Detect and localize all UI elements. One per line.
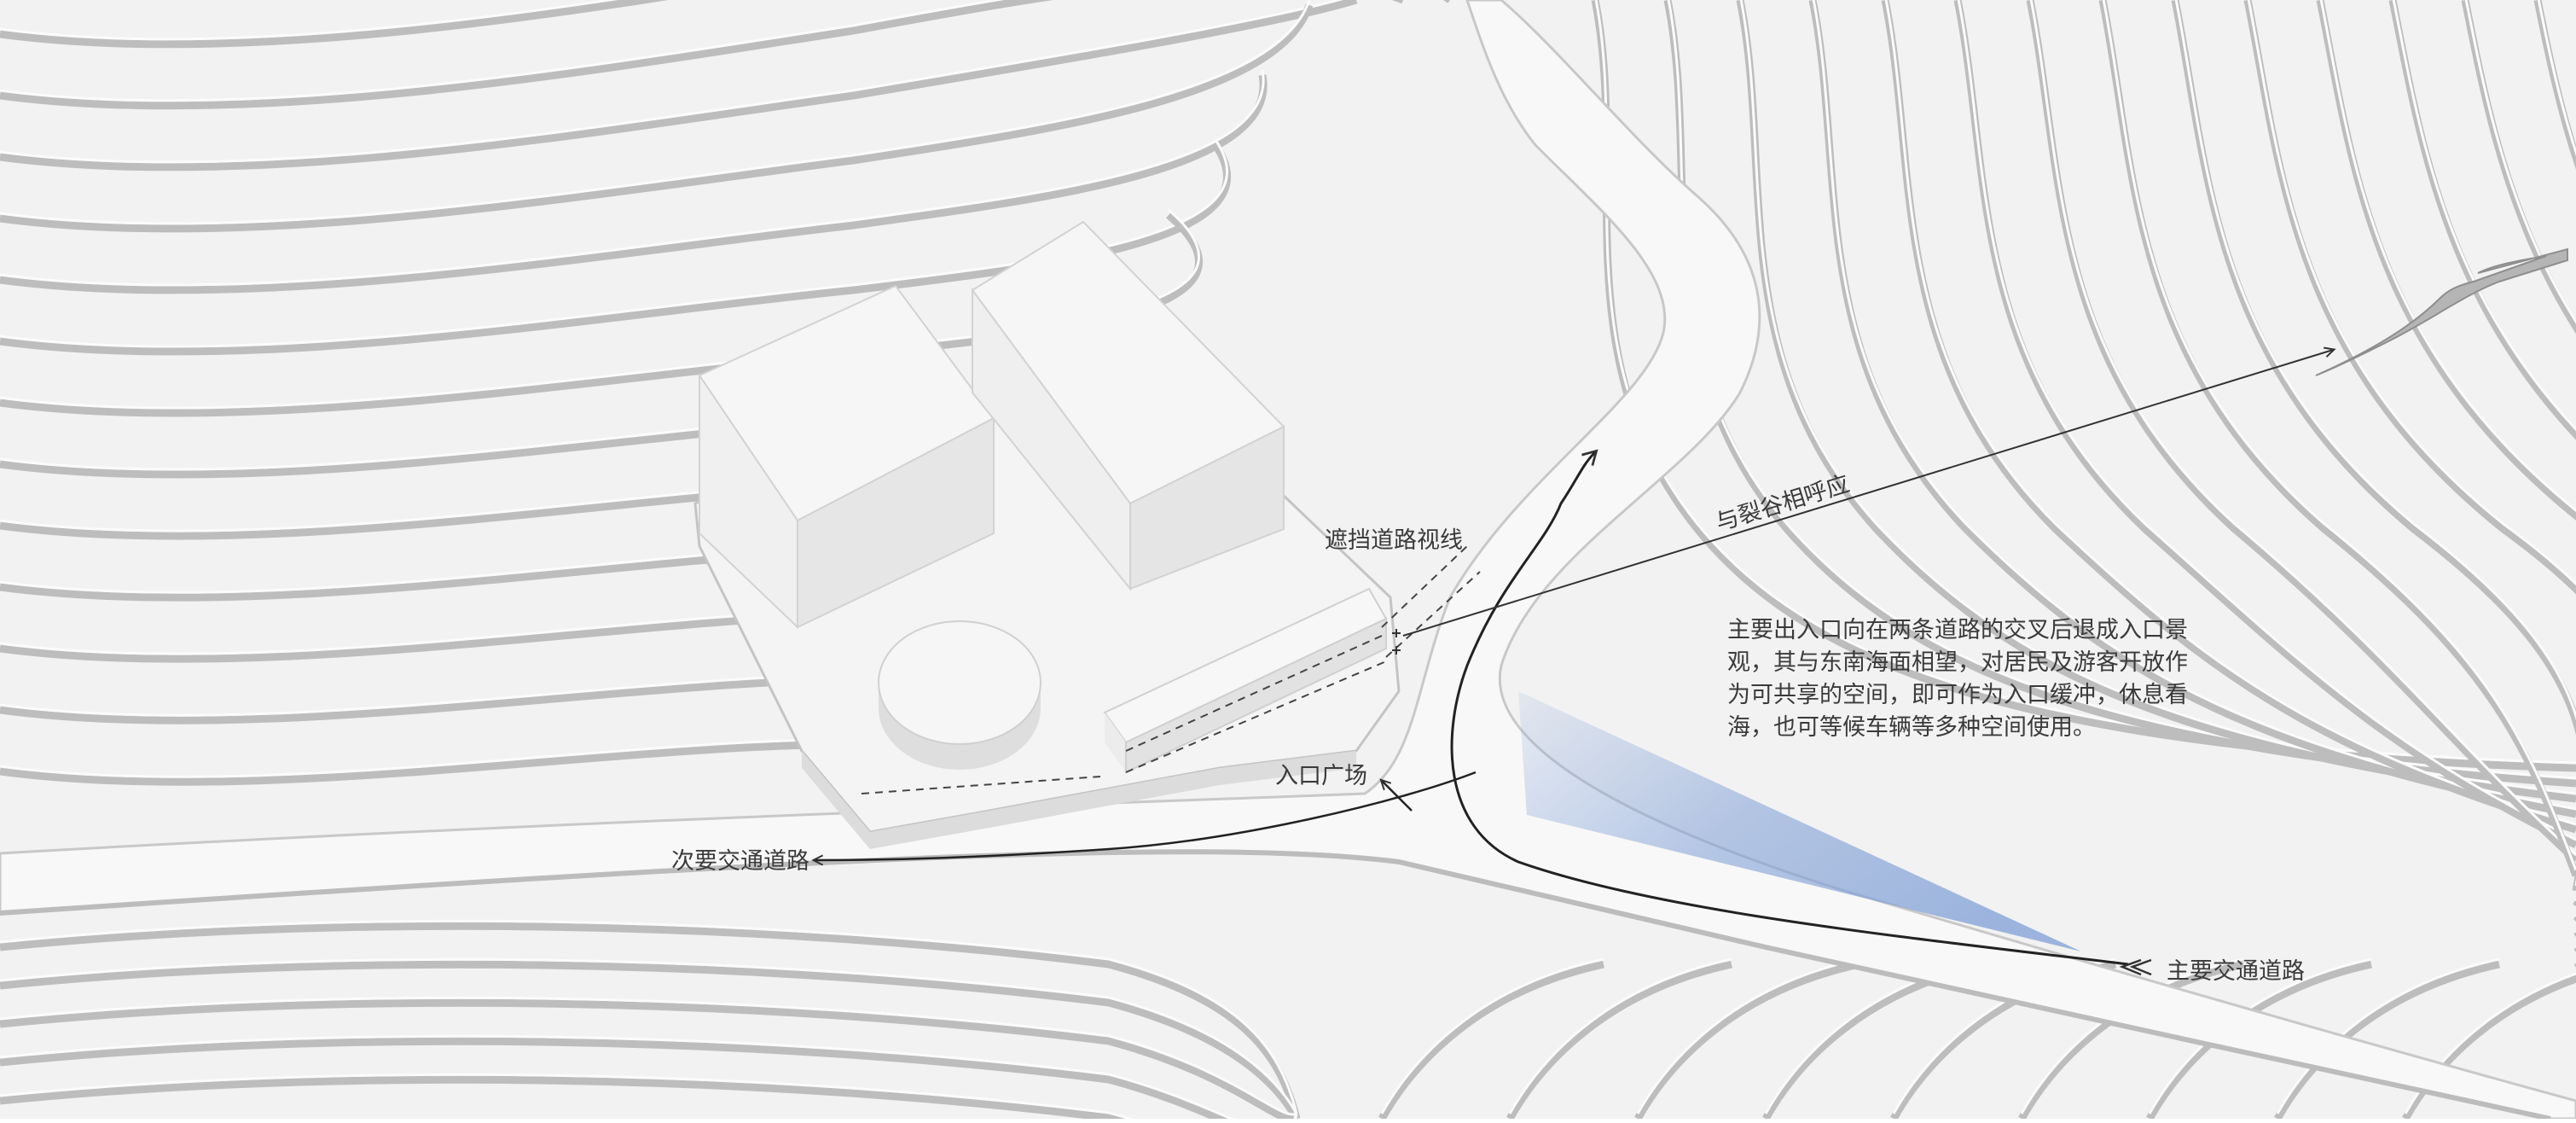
terrace-right-9-highlight <box>2247 0 2576 901</box>
terrace-bottom-right-2-highlight <box>1636 957 1860 1114</box>
terrace-bottom-4-shadow <box>0 1075 1301 1123</box>
terrace-bottom-3-highlight <box>0 1034 1298 1123</box>
terrace-left-1-highlight <box>0 0 1005 102</box>
secondary-road-path <box>811 771 1477 866</box>
terrace-left-1-shadow <box>0 0 1403 110</box>
terrace-left-0-highlight <box>0 0 618 41</box>
note-line-1: 主要出入口向在两条道路的交叉后退成入口景 <box>1727 617 2188 643</box>
terrace-right-4-highlight <box>1884 0 2576 826</box>
terrace-bottom-1-shadow <box>0 960 1300 1121</box>
rift-echo-line <box>1402 346 2336 637</box>
terrace-bottom-right-1-highlight <box>1508 957 1732 1114</box>
terrace-bottom-2-shadow <box>0 998 1298 1123</box>
terrace-bottom-right-0-highlight <box>1380 957 1604 1114</box>
terrace-bottom-right-0-shadow <box>1378 960 1604 1121</box>
terrace-bottom-right-7-highlight <box>2276 957 2500 1114</box>
terrace-bottom-2-highlight <box>0 996 1297 1116</box>
terrace-left-2-highlight <box>0 0 1343 164</box>
terrace-left-3-highlight <box>0 0 1311 225</box>
label-block-road-view: 遮挡道路视线 <box>1325 527 1463 554</box>
terrace-right-12-shadow <box>2461 0 2576 952</box>
terrace-left-2-shadow <box>0 0 1358 172</box>
rift-sculpture <box>2315 247 2568 376</box>
terrace-bottom-right-7-shadow <box>2274 960 2500 1121</box>
note-line-2: 观，其与东南海面相望，对居民及游客开放作 <box>1727 649 2188 676</box>
terrace-right-2-highlight <box>1739 0 2576 795</box>
terrace-right-8-highlight <box>2174 0 2576 886</box>
terrace-left-5-highlight <box>0 139 1228 348</box>
terrace-right-11-shadow <box>2388 0 2576 937</box>
terrace-bottom-right-2-shadow <box>1634 960 1860 1121</box>
terrace-bottom-1-highlight <box>0 957 1298 1114</box>
terrace-left-4-shadow <box>0 74 1268 294</box>
terrace-left-0-shadow <box>0 0 1450 49</box>
terrace-right-7-highlight <box>2102 0 2576 871</box>
plaza-arrow <box>1379 778 1413 812</box>
terrace-bottom-0-shadow <box>0 922 1301 1120</box>
terrace-right-6-highlight <box>2029 0 2576 857</box>
terrace-bottom-4-highlight <box>0 1073 1298 1123</box>
sight-block-lines <box>861 545 1481 794</box>
sight-cross-markers <box>1392 629 1401 655</box>
label-secondary-road: 次要交通道路 <box>671 848 809 875</box>
note-line-3: 为可共享的空间，即可作为入口缓冲，休息看 <box>1727 682 2188 708</box>
label-entrance-plaza: 入口广场 <box>1275 763 1367 789</box>
terrace-right-10-highlight <box>2319 0 2576 916</box>
terrace-left-3-shadow <box>0 3 1314 233</box>
main-road-arrow-tail <box>2119 958 2152 976</box>
site-platform-front <box>802 751 1356 849</box>
low-bar-building <box>1103 587 1388 774</box>
terrace-left-5-shadow <box>0 143 1231 356</box>
terrace-right-3-highlight <box>1812 0 2576 811</box>
terrace-right-5-highlight <box>1957 0 2576 841</box>
building-b <box>971 220 1285 591</box>
cylinder-pavilion <box>878 620 1041 770</box>
terrace-right-11-highlight <box>2392 0 2576 932</box>
note-line-4: 海，也可等候车辆等多种空间使用。 <box>1727 714 2096 741</box>
terrace-right-12-highlight <box>2464 0 2576 947</box>
terrace-bottom-right-5-shadow <box>2018 960 2244 1121</box>
terrace-bottom-0-highlight <box>0 919 1298 1114</box>
terrace-left-4-highlight <box>0 69 1265 287</box>
terraces-right <box>1591 0 2576 968</box>
main-entry-path <box>1450 449 2129 966</box>
view-cone <box>1518 691 2081 951</box>
terraces-bottom <box>0 919 2576 1123</box>
terrace-bottom-3-shadow <box>0 1037 1301 1123</box>
label-main-road: 主要交通道路 <box>2167 958 2305 985</box>
building-a <box>698 284 995 630</box>
design-note: 主要出入口向在两条道路的交叉后退成入口景 观，其与东南海面相望，对居民及游客开放… <box>1727 617 2188 741</box>
terrace-bottom-right-1-shadow <box>1506 960 1732 1121</box>
terrace-bottom-right-8-shadow <box>2402 975 2576 1121</box>
road-edge-shadow <box>0 849 2551 1121</box>
